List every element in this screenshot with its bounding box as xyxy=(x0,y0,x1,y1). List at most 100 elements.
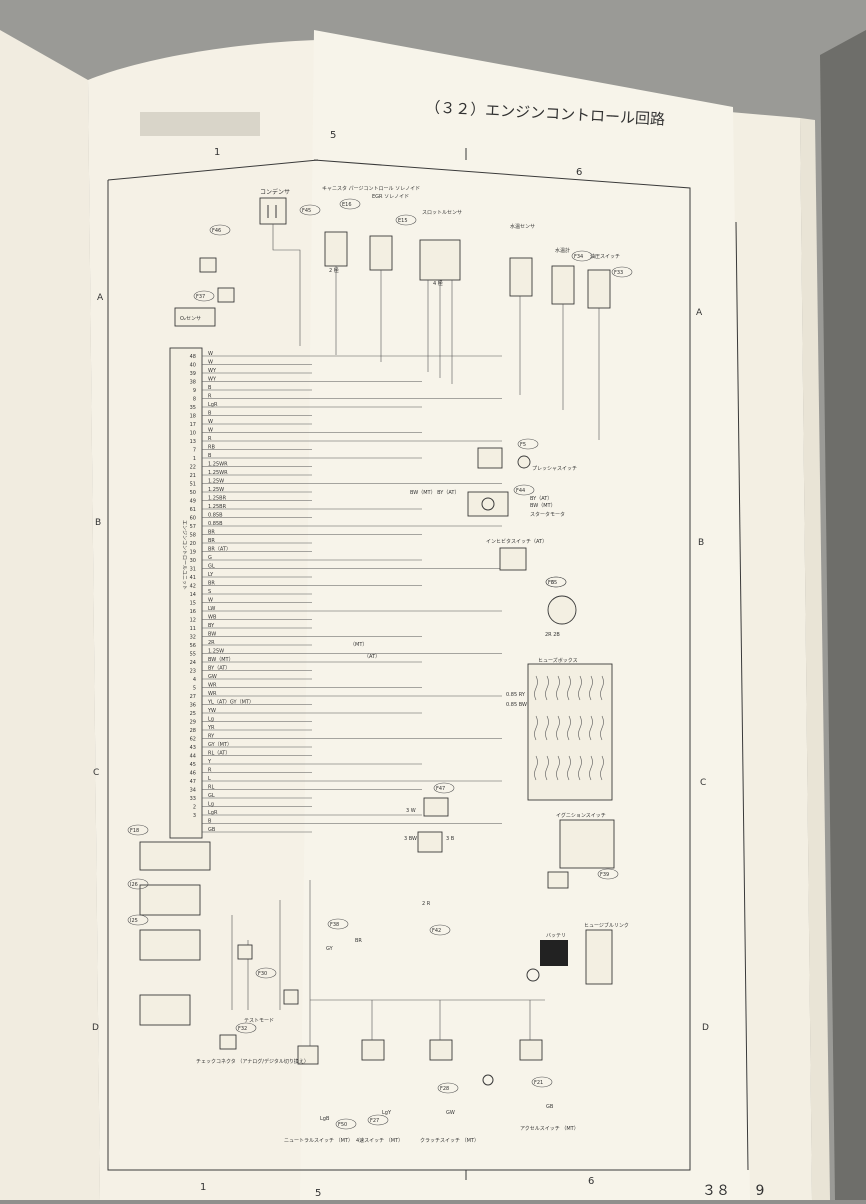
connector-code: I25 xyxy=(130,918,138,924)
label-2r: 2 R xyxy=(422,901,431,907)
ecu-pin-number: 36 xyxy=(190,703,196,709)
ecu-pin-number: 28 xyxy=(190,728,196,734)
ecu-wire-label: W xyxy=(208,360,213,366)
ecu-pin-number: 15 xyxy=(190,601,196,607)
connector-table-1 xyxy=(139,841,211,871)
label-br: BR xyxy=(355,938,362,944)
label-bw-mt-by-at: BW（MT） BY（AT） xyxy=(410,490,459,496)
row-right-c: C xyxy=(700,778,706,788)
label-lgb: LgB xyxy=(320,1116,330,1122)
label-gw: GW xyxy=(446,1110,455,1116)
ecu-wire-label: BR xyxy=(208,538,215,544)
connector-code-ring xyxy=(335,1118,357,1130)
pressure-switch-connector xyxy=(517,455,531,469)
ecu-wire-label: GW xyxy=(208,674,217,680)
fuse-element xyxy=(578,755,582,781)
ecu-wire-label: BW xyxy=(208,632,216,638)
label-o2: O₂センサ xyxy=(180,316,201,322)
connector-code-ring xyxy=(127,914,149,926)
ecu-wire-label: BY xyxy=(208,623,215,629)
ecu-pin-number: 61 xyxy=(190,507,196,513)
connector-code: F47 xyxy=(436,786,445,792)
label-bw-mt: BW（MT） xyxy=(530,503,556,509)
ecu-pin-number: 57 xyxy=(190,524,196,530)
label-ecu: エンジンコントロールユニット xyxy=(181,520,187,590)
ecu-wire-label: Y xyxy=(207,759,212,765)
ecu-wire-label: WB xyxy=(208,615,217,621)
label-mt: （MT） xyxy=(350,642,367,648)
column-bottom-1: 1 xyxy=(200,1182,206,1193)
label-water-temp: 水温センサ xyxy=(510,223,535,230)
row-right-a: A xyxy=(696,308,703,318)
ecu-wire-label: 1.25W xyxy=(208,479,224,485)
bottom-switch-bus xyxy=(309,880,545,1046)
connector-code-ring xyxy=(235,1022,257,1034)
ecu-wire-label: BR xyxy=(208,530,215,536)
label-clutch-switch: クラッチスイッチ （MT） xyxy=(420,1138,479,1144)
condenser-wire xyxy=(272,224,301,346)
ecu-pin-number: 32 xyxy=(190,635,196,641)
ecu-pin-number: 14 xyxy=(190,592,196,598)
fuse-element xyxy=(578,715,582,741)
label-gb: GB xyxy=(546,1104,554,1110)
ecu-wire-label: GB xyxy=(208,827,216,833)
connector-f35-symbol xyxy=(547,595,577,625)
connector-code: I26 xyxy=(130,882,138,888)
ecu-pin-number: 22 xyxy=(190,465,196,471)
connector-code: F21 xyxy=(534,1080,543,1086)
label-pressure-switch: プレッシャスイッチ xyxy=(532,466,577,472)
ecu-wire-label: WR xyxy=(208,683,217,689)
oil-switch-symbol xyxy=(587,269,611,309)
row-left-d: D xyxy=(92,1023,99,1033)
connector-code: F27 xyxy=(370,1118,379,1124)
ecu-pin-number: 58 xyxy=(190,533,196,539)
ecu-wire-label: YR xyxy=(207,725,215,731)
connector-code-ring xyxy=(437,1082,459,1094)
connector-code: F5 xyxy=(520,442,526,448)
connector-code-ring xyxy=(209,224,231,236)
connector-code: E16 xyxy=(342,202,352,208)
fuse-element xyxy=(600,715,604,741)
ecu-pin-number: 24 xyxy=(190,660,196,666)
connector-f12-block xyxy=(283,989,299,1005)
left-page-fold xyxy=(0,30,100,1200)
connector-code: F18 xyxy=(130,828,139,834)
ecu-wire-label: R xyxy=(208,394,212,400)
connector-code: F38 xyxy=(330,922,339,928)
fusible-link-symbol xyxy=(585,929,613,985)
ecu-wire-label: YW xyxy=(207,708,216,714)
connector-f46-symbol xyxy=(199,257,217,273)
fuse-element xyxy=(578,675,582,701)
column-label-6: 6 xyxy=(576,167,582,178)
fuse-group xyxy=(534,675,604,781)
ecu-pin-number: 19 xyxy=(190,550,196,556)
connector-code: F50 xyxy=(338,1122,347,1128)
ecu-pin-number: 1 xyxy=(193,456,196,462)
ecu-wire-label: BR（AT） xyxy=(208,547,231,553)
ecu-pin-number: 3 xyxy=(193,813,196,819)
connector-code-ring xyxy=(367,1114,389,1126)
ecu-pin-number: 20 xyxy=(190,541,196,547)
fourth-switch-block xyxy=(361,1039,385,1061)
ecu-wire-label: B xyxy=(208,819,212,825)
connector-code: F45 xyxy=(302,208,311,214)
egr-solenoid-symbol xyxy=(369,235,393,271)
back-page xyxy=(730,112,812,1200)
connector-code-ring xyxy=(433,782,455,794)
accel-switch-block xyxy=(519,1039,543,1061)
connector-code: F37 xyxy=(196,294,205,300)
fuse-element xyxy=(556,715,560,741)
ecu-pin-number: 23 xyxy=(190,669,196,675)
ecu-pin-number: 60 xyxy=(190,516,196,522)
label-fuse-box: ヒューズボックス xyxy=(538,657,578,664)
connector-code-ring xyxy=(517,438,539,450)
ecu-wire-label: RY xyxy=(208,734,215,740)
ecu-pin-number: 38 xyxy=(190,380,196,386)
ecu-pin-number: 27 xyxy=(190,694,196,700)
ecu-wire-label: Lg xyxy=(208,717,214,723)
title-shadow xyxy=(140,112,260,136)
label-inhibitor: インヒビタスイッチ（AT） xyxy=(486,538,547,545)
fuse-element xyxy=(600,675,604,701)
